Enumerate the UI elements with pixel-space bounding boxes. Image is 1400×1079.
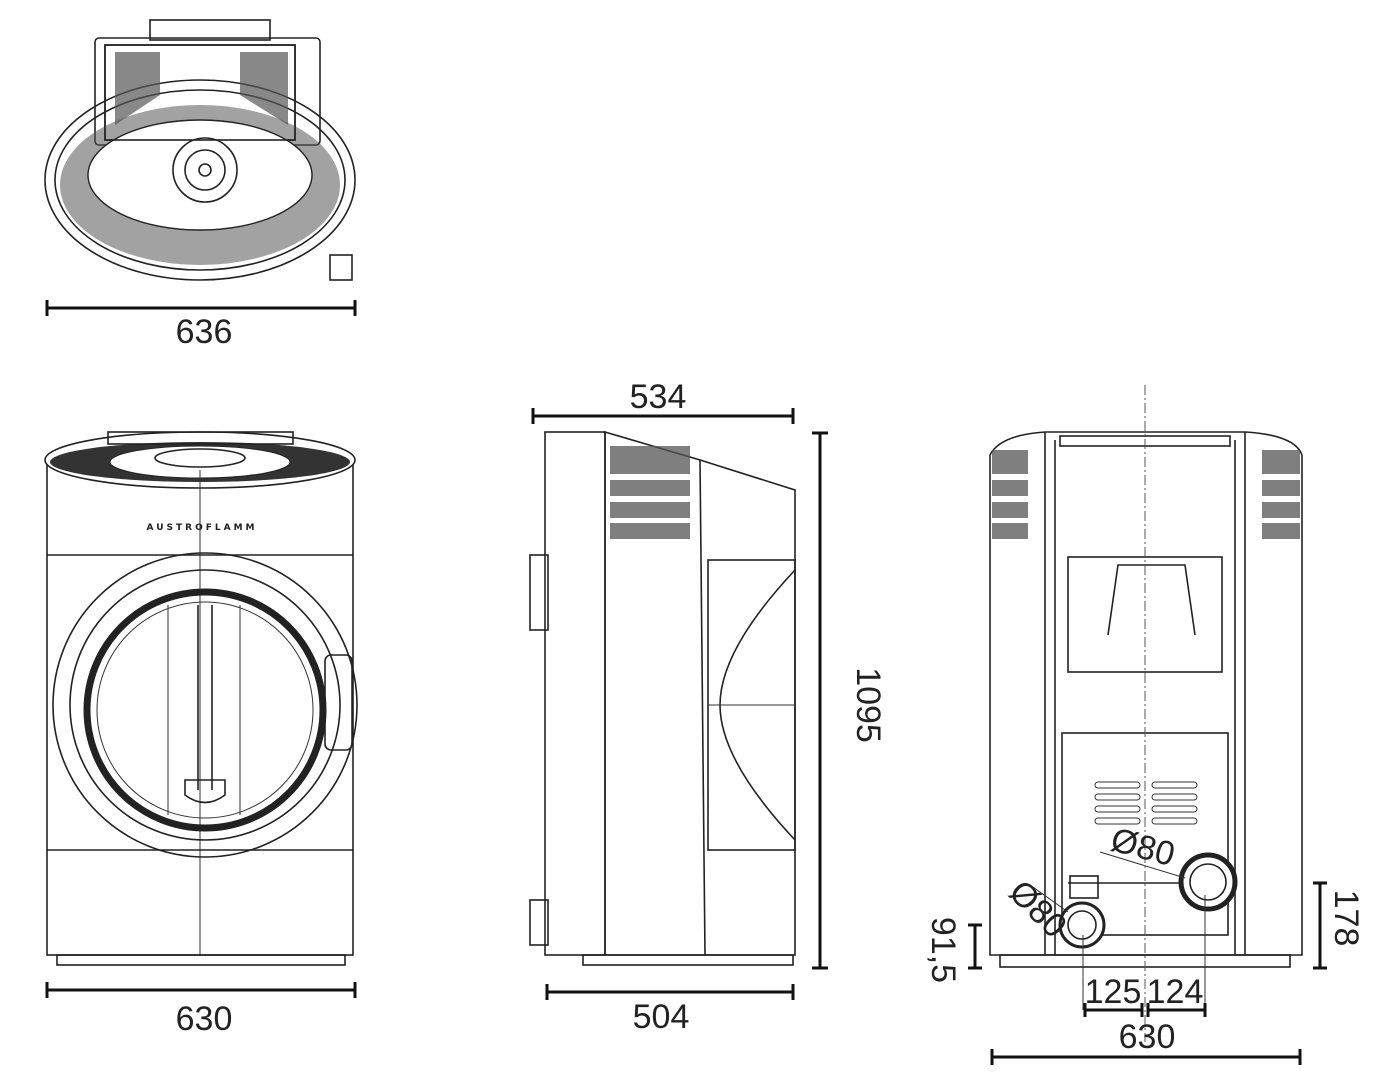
right-offset-label: 124 bbox=[1147, 973, 1204, 1011]
top-width-label: 636 bbox=[176, 313, 233, 351]
outlet-height-label: 178 bbox=[1327, 890, 1365, 947]
inlet-height-label: 91,5 bbox=[924, 917, 962, 983]
side-bottom-depth-label: 504 bbox=[633, 998, 690, 1036]
side-view: 534 504 1095 bbox=[529, 378, 887, 1036]
front-view: AUSTROFLAMM 630 bbox=[44, 431, 358, 1038]
left-offset-label: 125 bbox=[1085, 973, 1142, 1011]
front-width-label: 630 bbox=[176, 1000, 233, 1038]
back-width-label: 630 bbox=[1119, 1018, 1176, 1056]
outlet-diameter-label: Ø80 bbox=[1107, 821, 1179, 874]
top-view: 636 bbox=[44, 19, 357, 351]
side-height-label: 1095 bbox=[849, 667, 887, 743]
back-view: Ø80 Ø80 125 124 630 178 91,5 bbox=[924, 385, 1365, 1065]
side-top-depth-label: 534 bbox=[630, 378, 687, 416]
brand-logo: AUSTROFLAMM bbox=[147, 523, 258, 533]
